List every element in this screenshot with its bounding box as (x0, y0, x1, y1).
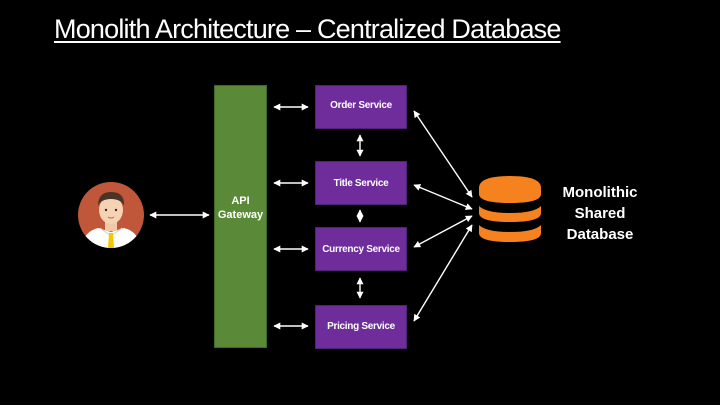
api-gateway-label: API Gateway (217, 195, 264, 221)
order-service-box: Order Service (315, 85, 407, 129)
database-label: Monolithic Shared Database (562, 184, 638, 243)
currency-service-label: Currency Service (322, 243, 400, 255)
currency-db-arrow (413, 215, 473, 248)
pricing-service-label: Pricing Service (327, 321, 395, 332)
order-db-arrow (413, 110, 473, 198)
order-service-label: Order Service (330, 100, 392, 111)
pricing-service-box: Pricing Service (315, 305, 407, 349)
pricing-db-arrow (413, 224, 473, 322)
title-service-box: Title Service (315, 161, 407, 205)
title-db-arrow (413, 184, 473, 210)
api-gateway: API Gateway (214, 85, 267, 348)
title-service-label: Title Service (333, 178, 389, 189)
slide-title: Monolith Architecture – Centralized Data… (54, 14, 561, 44)
currency-service-box: Currency Service (315, 227, 407, 271)
